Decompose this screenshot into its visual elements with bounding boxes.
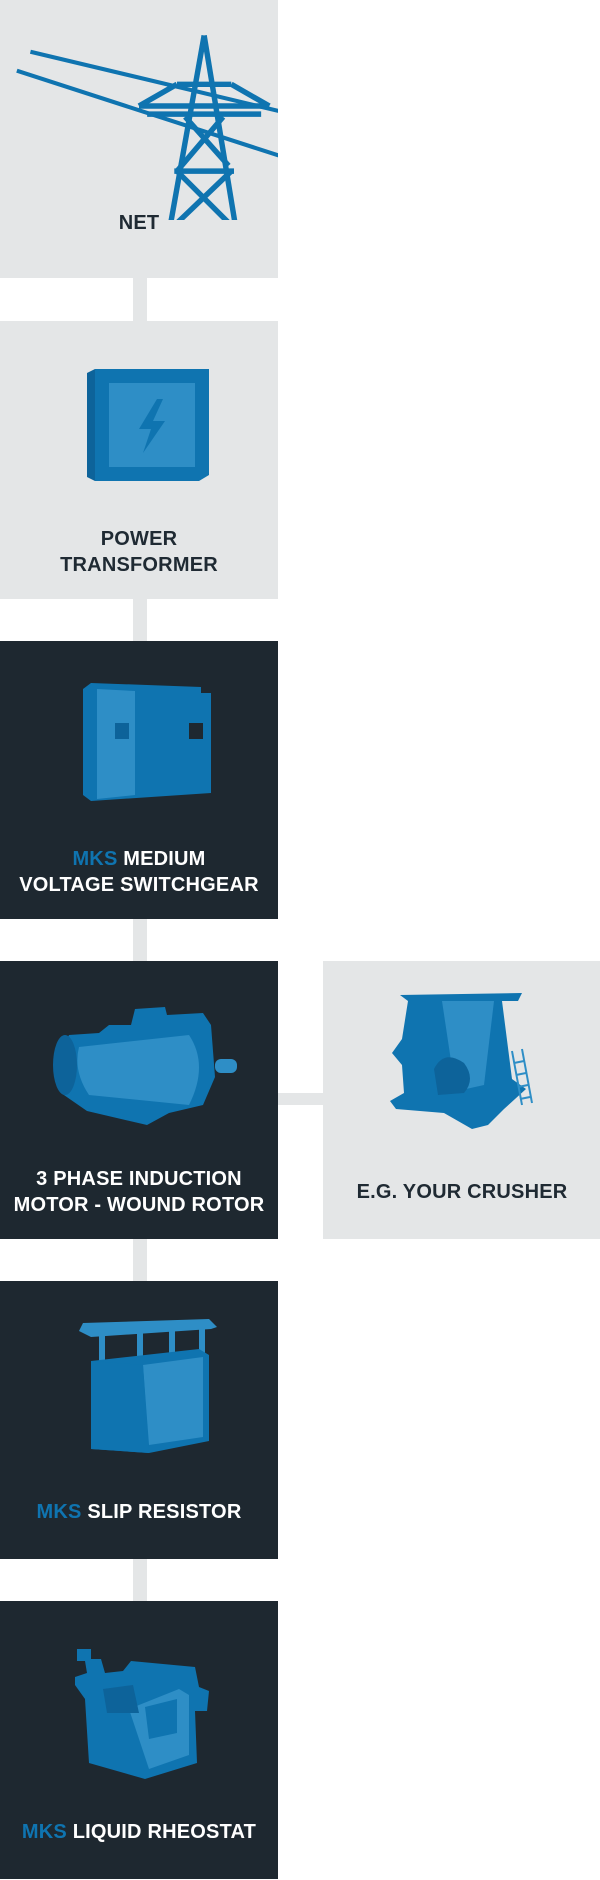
connector-net-transformer [133, 278, 147, 321]
node-label: MKS LIQUID RHEOSTAT [0, 1784, 278, 1879]
node-label: E.G. YOUR CRUSHER [323, 1144, 600, 1239]
node-label: MKS SLIP RESISTOR [0, 1464, 278, 1559]
node-switchgear: MKS MEDIUM VOLTAGE SWITCHGEAR [0, 641, 278, 919]
label-line: MKS LIQUID RHEOSTAT [22, 1819, 256, 1845]
connector-motor-crusher [278, 1093, 323, 1105]
connector-motor-resistor [133, 1238, 147, 1281]
node-liquid-rheostat: MKS LIQUID RHEOSTAT [0, 1601, 278, 1879]
label-line: POWER [100, 527, 178, 550]
node-label: 3 PHASE INDUCTION MOTOR - WOUND ROTOR [0, 1144, 278, 1239]
liquid-rheostat-icon [75, 1649, 209, 1779]
node-slip-resistor: MKS SLIP RESISTOR [0, 1281, 278, 1559]
label-line: NET [118, 212, 160, 234]
switchgear-cabinet-icon [83, 683, 211, 801]
power-pylon-icon [16, 34, 278, 220]
node-power-transformer: POWER TRANSFORMER [0, 321, 278, 599]
label-line: MKS SLIP RESISTOR [37, 1499, 242, 1525]
connector-transformer-switchgear [133, 598, 147, 641]
crusher-machine-icon [390, 993, 533, 1129]
transformer-box-icon [87, 369, 209, 481]
label-line: MKS MEDIUM [72, 846, 205, 872]
slip-resistor-icon [79, 1319, 217, 1453]
label-line: VOLTAGE SWITCHGEAR [19, 873, 259, 896]
node-label: POWER TRANSFORMER [0, 504, 278, 599]
node-label: MKS MEDIUM VOLTAGE SWITCHGEAR [0, 824, 278, 919]
brand-text: MKS [21, 1820, 67, 1843]
label-line: 3 PHASE INDUCTION [36, 1167, 242, 1190]
label-text: LIQUID RHEOSTAT [66, 1820, 257, 1843]
induction-motor-icon [53, 1007, 237, 1125]
brand-text: MKS [36, 1500, 82, 1523]
label-line: TRANSFORMER [60, 553, 218, 576]
label-line: E.G. YOUR CRUSHER [356, 1180, 568, 1203]
brand-text: MKS [72, 847, 118, 870]
label-text: SLIP RESISTOR [81, 1500, 242, 1523]
label-line: MOTOR - WOUND ROTOR [13, 1193, 265, 1216]
node-motor: 3 PHASE INDUCTION MOTOR - WOUND ROTOR [0, 961, 278, 1239]
node-label: NET [0, 168, 278, 278]
connector-switchgear-motor [133, 918, 147, 961]
node-net: NET [0, 0, 278, 278]
node-crusher: E.G. YOUR CRUSHER [323, 961, 600, 1239]
connector-resistor-rheostat [133, 1558, 147, 1601]
label-text: MEDIUM [117, 847, 206, 870]
